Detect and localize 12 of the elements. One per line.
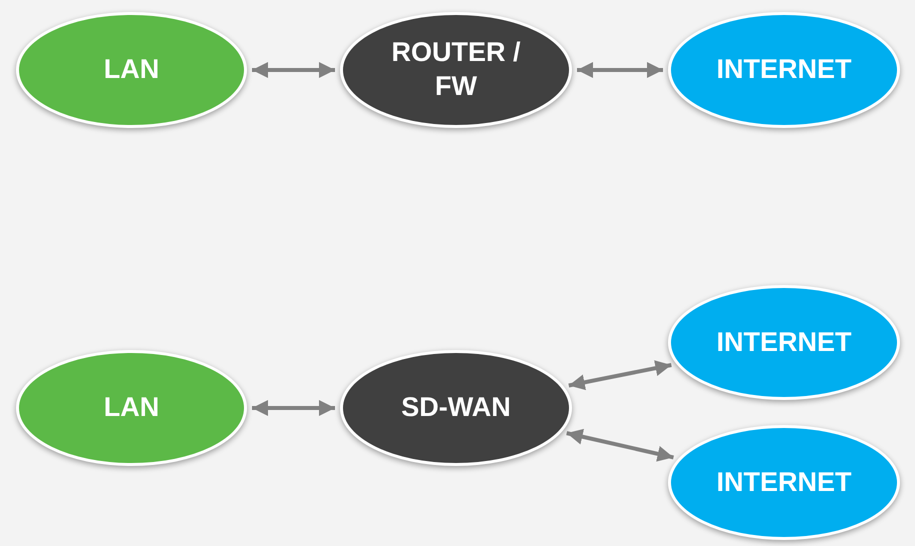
double-arrow (568, 360, 672, 390)
node-label: SD-WAN (401, 391, 511, 424)
double-arrow (566, 428, 674, 462)
node-label: INTERNET (716, 466, 852, 499)
double-arrow (577, 62, 663, 78)
double-arrow (252, 400, 335, 416)
node-label: INTERNET (716, 53, 852, 86)
node-label: LAN (104, 53, 160, 86)
node-label: INTERNET (716, 326, 852, 359)
double-arrow (252, 62, 335, 78)
node-label: LAN (104, 391, 160, 424)
node-label: ROUTER / FW (390, 36, 522, 103)
